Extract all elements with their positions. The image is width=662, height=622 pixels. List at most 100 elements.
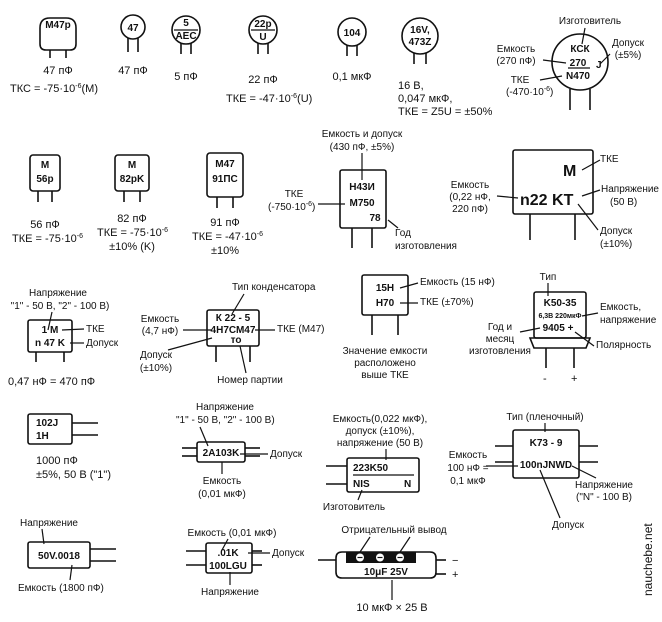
svg-text:Напряжение: Напряжение — [196, 402, 254, 413]
capacitor-47: 47 47 пФ — [118, 14, 148, 77]
svg-text:Напряжение: Напряжение — [601, 184, 659, 195]
svg-text:К 22 - 5: К 22 - 5 — [216, 313, 251, 324]
tkc-label: ТКС = -75·10-6(M) — [10, 83, 98, 95]
svg-text:n 47 K: n 47 K — [35, 338, 66, 349]
svg-text:(±5%): (±5%) — [615, 50, 642, 61]
svg-text:Допуск: Допуск — [600, 226, 633, 237]
svg-text:50V.0018: 50V.0018 — [38, 551, 80, 562]
svg-text:Напряжение: Напряжение — [575, 480, 633, 491]
svg-text:Тип конденсатора: Тип конденсатора — [232, 282, 316, 293]
svg-text:ТКЕ (M47): ТКЕ (M47) — [277, 324, 325, 335]
svg-text:Тип: Тип — [540, 272, 557, 283]
tke-label: ТКЕ = -47·10-6(U) — [226, 93, 312, 105]
svg-text:M47: M47 — [215, 159, 235, 170]
svg-text:ТКЕ: ТКЕ — [86, 324, 105, 335]
svg-text:Емкость: Емкость — [449, 450, 487, 461]
svg-text:ТКЕ = -47·10-6: ТКЕ = -47·10-6 — [192, 231, 263, 243]
svg-text:NIS: NIS — [353, 479, 370, 490]
svg-text:N470: N470 — [566, 71, 590, 82]
svg-text:10 мкФ × 25 В: 10 мкФ × 25 В — [356, 602, 427, 614]
svg-text:напряжение (50 В): напряжение (50 В) — [337, 438, 423, 449]
svg-text:M: M — [563, 163, 576, 180]
svg-text:16 В,: 16 В, — [398, 80, 424, 92]
svg-text:0,047 мкФ,: 0,047 мкФ, — [398, 93, 452, 105]
svg-text:1H: 1H — [36, 431, 49, 442]
capacitor-16v-473z: 16V, 473Z 16 В, 0,047 мкФ, ТКЕ = Z5U = ±… — [398, 17, 493, 118]
svg-text:102J: 102J — [36, 418, 58, 429]
svg-text:Допуск: Допуск — [272, 548, 305, 559]
svg-text:−: − — [452, 555, 458, 567]
capacitor-m-n22kt: M n22 KT ТКЕ Емкость (0,22 нФ, 220 пФ) Н… — [449, 149, 659, 250]
capacitor-m56p: M 56p 56 пФ ТКЕ = -75·10-6 — [12, 154, 83, 245]
svg-text:допуск (±10%),: допуск (±10%), — [346, 426, 415, 437]
svg-text:Емкость: Емкость — [497, 44, 535, 55]
capacitance: 91 пФ — [210, 217, 240, 229]
svg-text:Емкость: Емкость — [203, 476, 241, 487]
capacitor-n43i-m750: Емкость и допуск (430 пФ, ±5%) Н43И M750… — [268, 129, 457, 252]
svg-text:Допуск: Допуск — [86, 338, 119, 349]
capacitor-22p-u: 22p U 22 пФ ТКЕ = -47·10-6(U) — [226, 15, 312, 105]
svg-text:Допуск: Допуск — [270, 449, 303, 460]
svg-text:расположено: расположено — [354, 358, 416, 369]
svg-text:±10% (K): ±10% (K) — [109, 241, 155, 253]
svg-text:104: 104 — [344, 28, 361, 39]
svg-text:Емкость: Емкость — [141, 314, 179, 325]
svg-text:Изготовитель: Изготовитель — [323, 502, 385, 513]
svg-text:-: - — [543, 373, 547, 385]
svg-text:Допуск: Допуск — [140, 350, 173, 361]
svg-text:(270 пФ): (270 пФ) — [496, 56, 535, 67]
capacitance: 56 пФ — [30, 219, 60, 231]
mark: M47p — [45, 20, 71, 31]
svg-text:ТКЕ: ТКЕ — [285, 189, 304, 200]
svg-text:ТКЕ (±70%): ТКЕ (±70%) — [420, 297, 474, 308]
svg-text:то: то — [231, 335, 242, 346]
svg-text:M750: M750 — [349, 198, 374, 209]
svg-text:(430 пФ, ±5%): (430 пФ, ±5%) — [330, 142, 395, 153]
svg-text:n22 KT: n22 KT — [520, 192, 574, 209]
svg-text:Номер партии: Номер партии — [217, 375, 283, 386]
capacitor-m47-91ps: M47 91ПС 91 пФ ТКЕ = -47·10-6 ±10% — [192, 152, 263, 257]
tke-label: (-470·10-6) — [506, 86, 553, 98]
svg-text:270: 270 — [570, 58, 587, 69]
svg-text:16V,: 16V, — [410, 25, 430, 36]
svg-text:H70: H70 — [376, 298, 395, 309]
capacitor-1m-n47k: Напряжение "1" - 50 В, "2" - 100 В) 1 M … — [8, 288, 119, 388]
svg-text:Год: Год — [395, 228, 411, 239]
svg-text:"1" - 50 В, "2" - 100 В): "1" - 50 В, "2" - 100 В) — [176, 415, 275, 426]
capacitor-m82pk: M 82pK 82 пФ ТКЕ = -75·10-6 ±10% (K) — [97, 154, 168, 253]
svg-text:6,3В 220мкФ: 6,3В 220мкФ — [538, 313, 581, 320]
svg-text:Год и: Год и — [488, 322, 512, 333]
svg-text:5: 5 — [183, 18, 189, 29]
svg-text:100LGU: 100LGU — [209, 561, 247, 572]
capacitance: 82 пФ — [117, 213, 147, 225]
svg-text:ТКЕ = -75·10-6: ТКЕ = -75·10-6 — [12, 233, 83, 245]
svg-text:78: 78 — [369, 213, 381, 224]
capacitor-102j: 102J 1H 1000 пФ ±5%, 50 В ("1") — [27, 413, 111, 481]
svg-text:(50 В): (50 В) — [610, 197, 637, 208]
svg-text:Емкость и допуск: Емкость и допуск — [322, 129, 403, 140]
svg-text:100nJNWD: 100nJNWD — [520, 460, 572, 471]
svg-text:M: M — [41, 160, 49, 171]
svg-text:±10%: ±10% — [211, 245, 239, 257]
svg-text:ТКЕ: ТКЕ — [511, 75, 530, 86]
svg-text:Н43И: Н43И — [349, 182, 375, 193]
svg-text:+: + — [571, 373, 577, 385]
svg-text:ТКЕ: ТКЕ — [600, 154, 619, 165]
svg-text:Напряжение: Напряжение — [29, 288, 87, 299]
svg-text:9405 +: 9405 + — [543, 323, 574, 334]
svg-text:22p: 22p — [254, 19, 271, 30]
svg-text:Полярность: Полярность — [596, 340, 651, 351]
svg-text:(0,22 нФ,: (0,22 нФ, — [449, 192, 490, 203]
capacitance: 22 пФ — [248, 74, 278, 86]
svg-text:1000 пФ: 1000 пФ — [36, 455, 78, 467]
svg-text:Емкость (1800 пФ): Емкость (1800 пФ) — [18, 583, 104, 594]
manufacturer-label: Изготовитель — [559, 16, 621, 27]
svg-text:K50-35: K50-35 — [544, 298, 577, 309]
capacitor-k73-9: Тип (пленочный) K73 - 9 100nJNWD Емкость… — [447, 412, 633, 531]
capacitance: 0,1 мкФ — [332, 71, 371, 83]
capacitor-104: 104 0,1 мкФ — [332, 17, 372, 83]
svg-text:M: M — [128, 160, 136, 171]
capacitor-10uf-25v: Отрицательный вывод 10μF 25V − + 10 мкФ … — [318, 525, 458, 614]
capacitance: 47 пФ — [43, 65, 73, 77]
svg-text:15H: 15H — [376, 283, 394, 294]
